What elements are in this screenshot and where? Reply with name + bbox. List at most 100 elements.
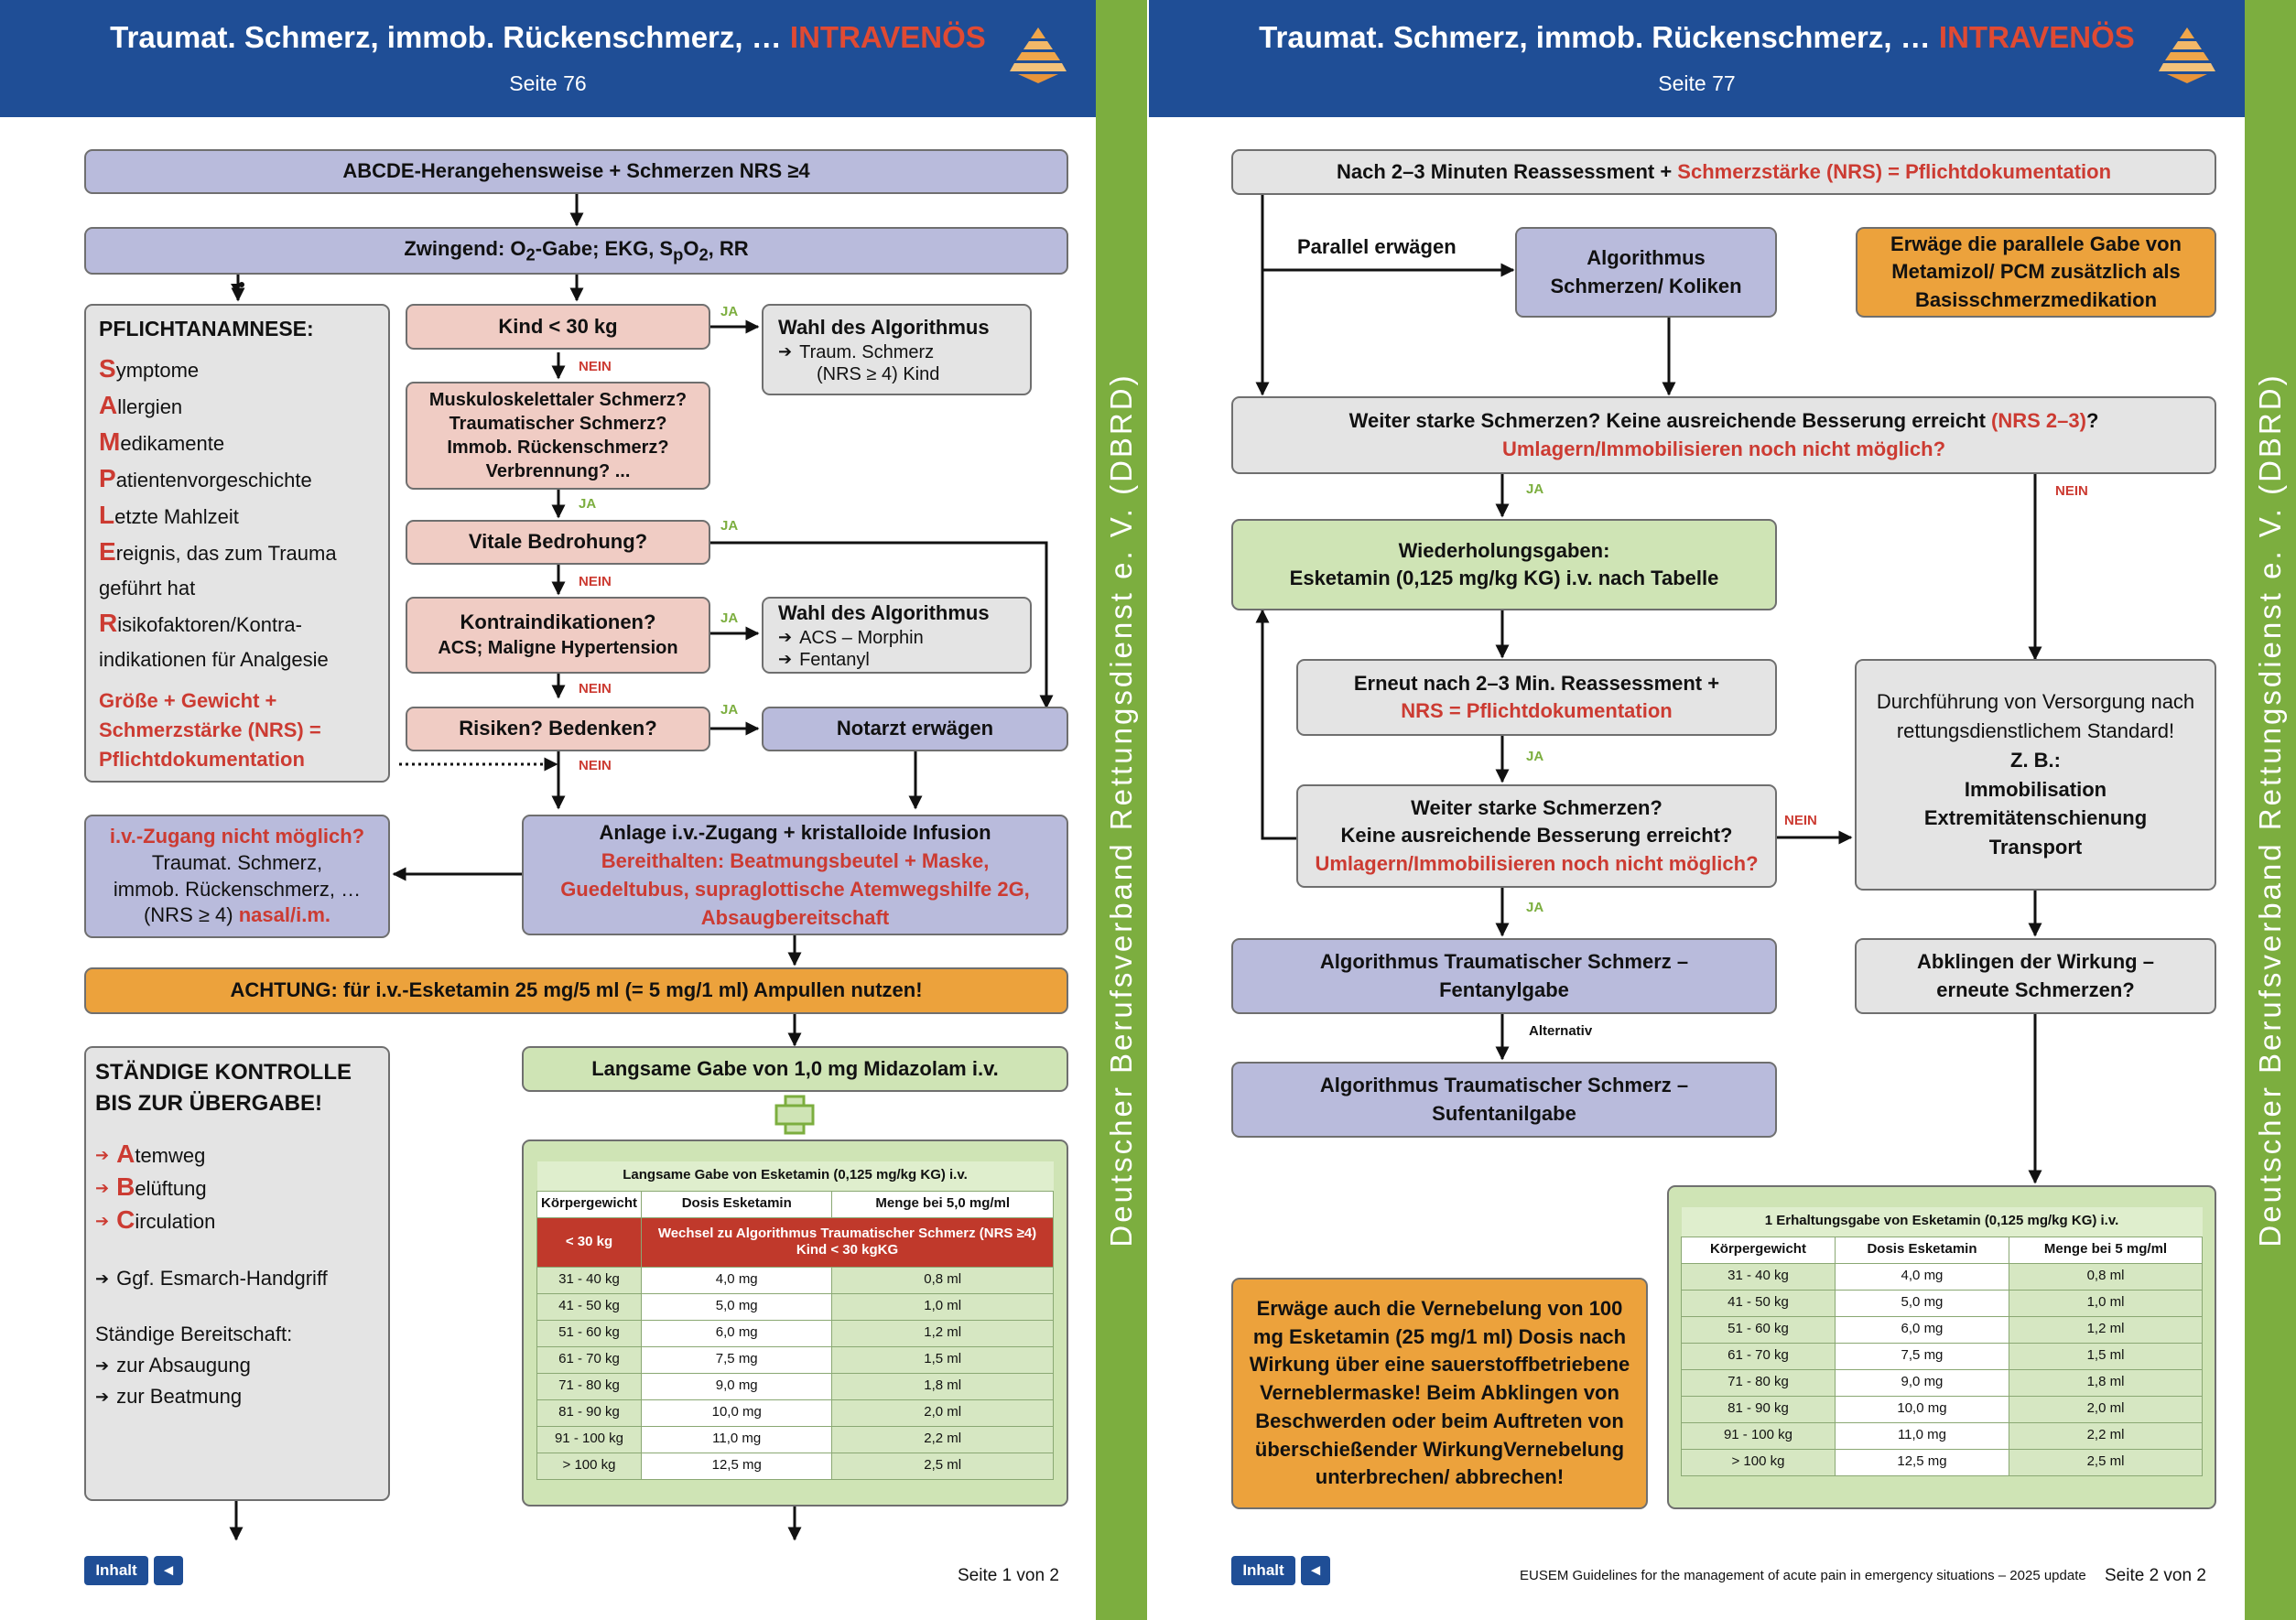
erhaltung-dose-table: 1 Erhaltungsgabe von Esketamin (0,125 mg… bbox=[1681, 1207, 2203, 1476]
dbrd-sidebar: Deutscher Berufsverband Rettungsdienst e… bbox=[2245, 0, 2296, 1620]
table-cell: 41 - 50 kg bbox=[536, 1292, 643, 1321]
abc-text: temweg bbox=[135, 1144, 206, 1168]
arrow-icon: ➔ bbox=[95, 1355, 110, 1375]
back-button[interactable]: ◄ bbox=[1301, 1556, 1330, 1585]
sample-letter: S bbox=[99, 353, 116, 383]
page-number: Seite 1 von 2 bbox=[958, 1566, 1059, 1585]
sample-text: edikamente bbox=[120, 431, 225, 455]
abc-word: Atemweg bbox=[116, 1139, 205, 1172]
warn-text: Wechsel zu Algorithmus Traumatischer Sch… bbox=[641, 1216, 1054, 1268]
fentanyl-line: Fentanylgabe bbox=[1439, 977, 1569, 1001]
abc-text: elüftung bbox=[135, 1177, 207, 1201]
table-caption-row: Langsame Gabe von Esketamin (0,125 mg/kg… bbox=[536, 1161, 1054, 1191]
nein-label: NEIN bbox=[2055, 483, 2088, 499]
fentanyl-box: Algorithmus Traumatischer Schmerz –Fenta… bbox=[1231, 938, 1777, 1014]
nein-label: NEIN bbox=[579, 681, 612, 697]
table-header: Körpergewicht bbox=[1681, 1236, 1836, 1264]
page-title: Traumat. Schmerz, immob. Rückenschmerz, … bbox=[110, 20, 986, 54]
sufentanil-line: Sufentanilgabe bbox=[1432, 1101, 1576, 1125]
page-number: Seite 2 von 2 bbox=[2105, 1566, 2206, 1585]
table-cell: 1,8 ml bbox=[831, 1372, 1054, 1400]
table-cell: 91 - 100 kg bbox=[536, 1425, 643, 1453]
sample-text: atientenvorgeschichte bbox=[115, 468, 312, 491]
table-cell: 0,8 ml bbox=[831, 1266, 1054, 1294]
table-cell: 4,0 mg bbox=[1834, 1262, 2010, 1291]
table-header: Dosis Esketamin bbox=[1834, 1236, 2010, 1264]
sample-item: indikationen für Analgesie bbox=[99, 643, 337, 677]
table-cell: 7,5 mg bbox=[1834, 1342, 2010, 1370]
abc-item: ➔Circulation bbox=[95, 1204, 215, 1237]
alternativ-label: Alternativ bbox=[1529, 1023, 1593, 1039]
reassessment-box: Nach 2–3 Minuten Reassessment + Schmerzs… bbox=[1231, 149, 2216, 195]
table-cell: 41 - 50 kg bbox=[1681, 1289, 1836, 1317]
table-cell: 1,0 ml bbox=[831, 1292, 1054, 1321]
erhaltung-table-box: 1 Erhaltungsgabe von Esketamin (0,125 mg… bbox=[1667, 1185, 2216, 1509]
table-cell: > 100 kg bbox=[536, 1452, 643, 1480]
durchf-line: Z. B.: bbox=[2010, 748, 2061, 772]
sample-letter: P bbox=[99, 463, 116, 492]
sample-text: indikationen für Analgesie bbox=[99, 647, 329, 671]
vernebelung-box: Erwäge auch die Vernebelung von 100 mg E… bbox=[1231, 1278, 1648, 1509]
table-cell: 91 - 100 kg bbox=[1681, 1421, 1836, 1450]
muskulo-line: Muskuloskelettaler Schmerz? bbox=[428, 390, 688, 410]
table-cell: 12,5 mg bbox=[1834, 1448, 2010, 1476]
table-cell: 1,2 ml bbox=[2009, 1315, 2203, 1344]
kontra-box: Kontraindikationen? ACS; Maligne Hyperte… bbox=[406, 597, 710, 674]
table-cell: 81 - 90 kg bbox=[1681, 1395, 1836, 1423]
arrow-icon: ➔ bbox=[778, 628, 793, 647]
esketamin-dose-table: Langsame Gabe von Esketamin (0,125 mg/kg… bbox=[536, 1161, 1054, 1480]
pflichtanamnese-title: PFLICHTANAMNESE: bbox=[99, 317, 314, 340]
staendige-kontrolle-box: STÄNDIGE KONTROLLE BIS ZUR ÜBERGABE! ➔At… bbox=[84, 1046, 390, 1501]
sample-text: ymptome bbox=[115, 358, 200, 382]
abklingen-line: Abklingen der Wirkung – bbox=[1917, 950, 2154, 974]
muskulo-line: Immob. Rückenschmerz? bbox=[447, 437, 669, 458]
table-cell: 4,0 mg bbox=[641, 1266, 833, 1294]
sample-letter: R bbox=[99, 608, 118, 637]
arrow-icon: ➔ bbox=[95, 1179, 110, 1198]
table-cell: 81 - 90 kg bbox=[536, 1399, 643, 1427]
page-title: Traumat. Schmerz, immob. Rückenschmerz, … bbox=[1259, 20, 2135, 54]
muskulo-line: Verbrennung? ... bbox=[485, 461, 631, 481]
dbrd-sidebar: Deutscher Berufsverband Rettungsdienst e… bbox=[1096, 0, 1147, 1620]
table-cell: 51 - 60 kg bbox=[1681, 1315, 1836, 1344]
table-cell: 0,8 ml bbox=[2009, 1262, 2203, 1291]
table-cell: 1,5 ml bbox=[831, 1345, 1054, 1374]
table-cell: 9,0 mg bbox=[1834, 1368, 2010, 1397]
table-cell: 2,2 ml bbox=[831, 1425, 1054, 1453]
table-cell: 31 - 40 kg bbox=[1681, 1262, 1836, 1291]
achtung-box: ACHTUNG: für i.v.-Esketamin 25 mg/5 ml (… bbox=[84, 967, 1068, 1014]
nein-label: NEIN bbox=[579, 758, 612, 773]
nein-label: NEIN bbox=[579, 359, 612, 374]
back-button[interactable]: ◄ bbox=[154, 1556, 183, 1585]
parallel-label: Parallel erwägen bbox=[1297, 235, 1457, 258]
inhalt-button[interactable]: Inhalt bbox=[84, 1556, 148, 1585]
notarzt-box: Notarzt erwägen bbox=[762, 707, 1068, 751]
page-76: Traumat. Schmerz, immob. Rückenschmerz, … bbox=[0, 0, 1147, 1620]
table-caption-row: 1 Erhaltungsgabe von Esketamin (0,125 mg… bbox=[1681, 1207, 2203, 1237]
abc-list: ➔Atemweg➔Belüftung➔Circulation bbox=[95, 1139, 215, 1237]
sufentanil-box: Algorithmus Traumatischer Schmerz –Sufen… bbox=[1231, 1062, 1777, 1138]
sample-letter: L bbox=[99, 500, 115, 529]
table-cell: 71 - 80 kg bbox=[1681, 1368, 1836, 1397]
table-cell: 12,5 mg bbox=[641, 1452, 833, 1480]
abc-word: Belüftung bbox=[116, 1172, 207, 1204]
table-cell: 31 - 40 kg bbox=[536, 1266, 643, 1294]
arrow-icon: ➔ bbox=[778, 650, 793, 669]
anlage-iv-box: Anlage i.v.-Zugang + kristalloide Infusi… bbox=[522, 815, 1068, 935]
eusem-reference: EUSEM Guidelines for the management of a… bbox=[1520, 1568, 2086, 1583]
inhalt-button[interactable]: Inhalt bbox=[1231, 1556, 1295, 1585]
arrow-icon: ➔ bbox=[778, 342, 793, 362]
abklingen-line: erneute Schmerzen? bbox=[1936, 977, 2135, 1001]
table-cell: 11,0 mg bbox=[1834, 1421, 2010, 1450]
table-cell: 2,2 ml bbox=[2009, 1421, 2203, 1450]
vitale-box: Vitale Bedrohung? bbox=[406, 520, 710, 565]
